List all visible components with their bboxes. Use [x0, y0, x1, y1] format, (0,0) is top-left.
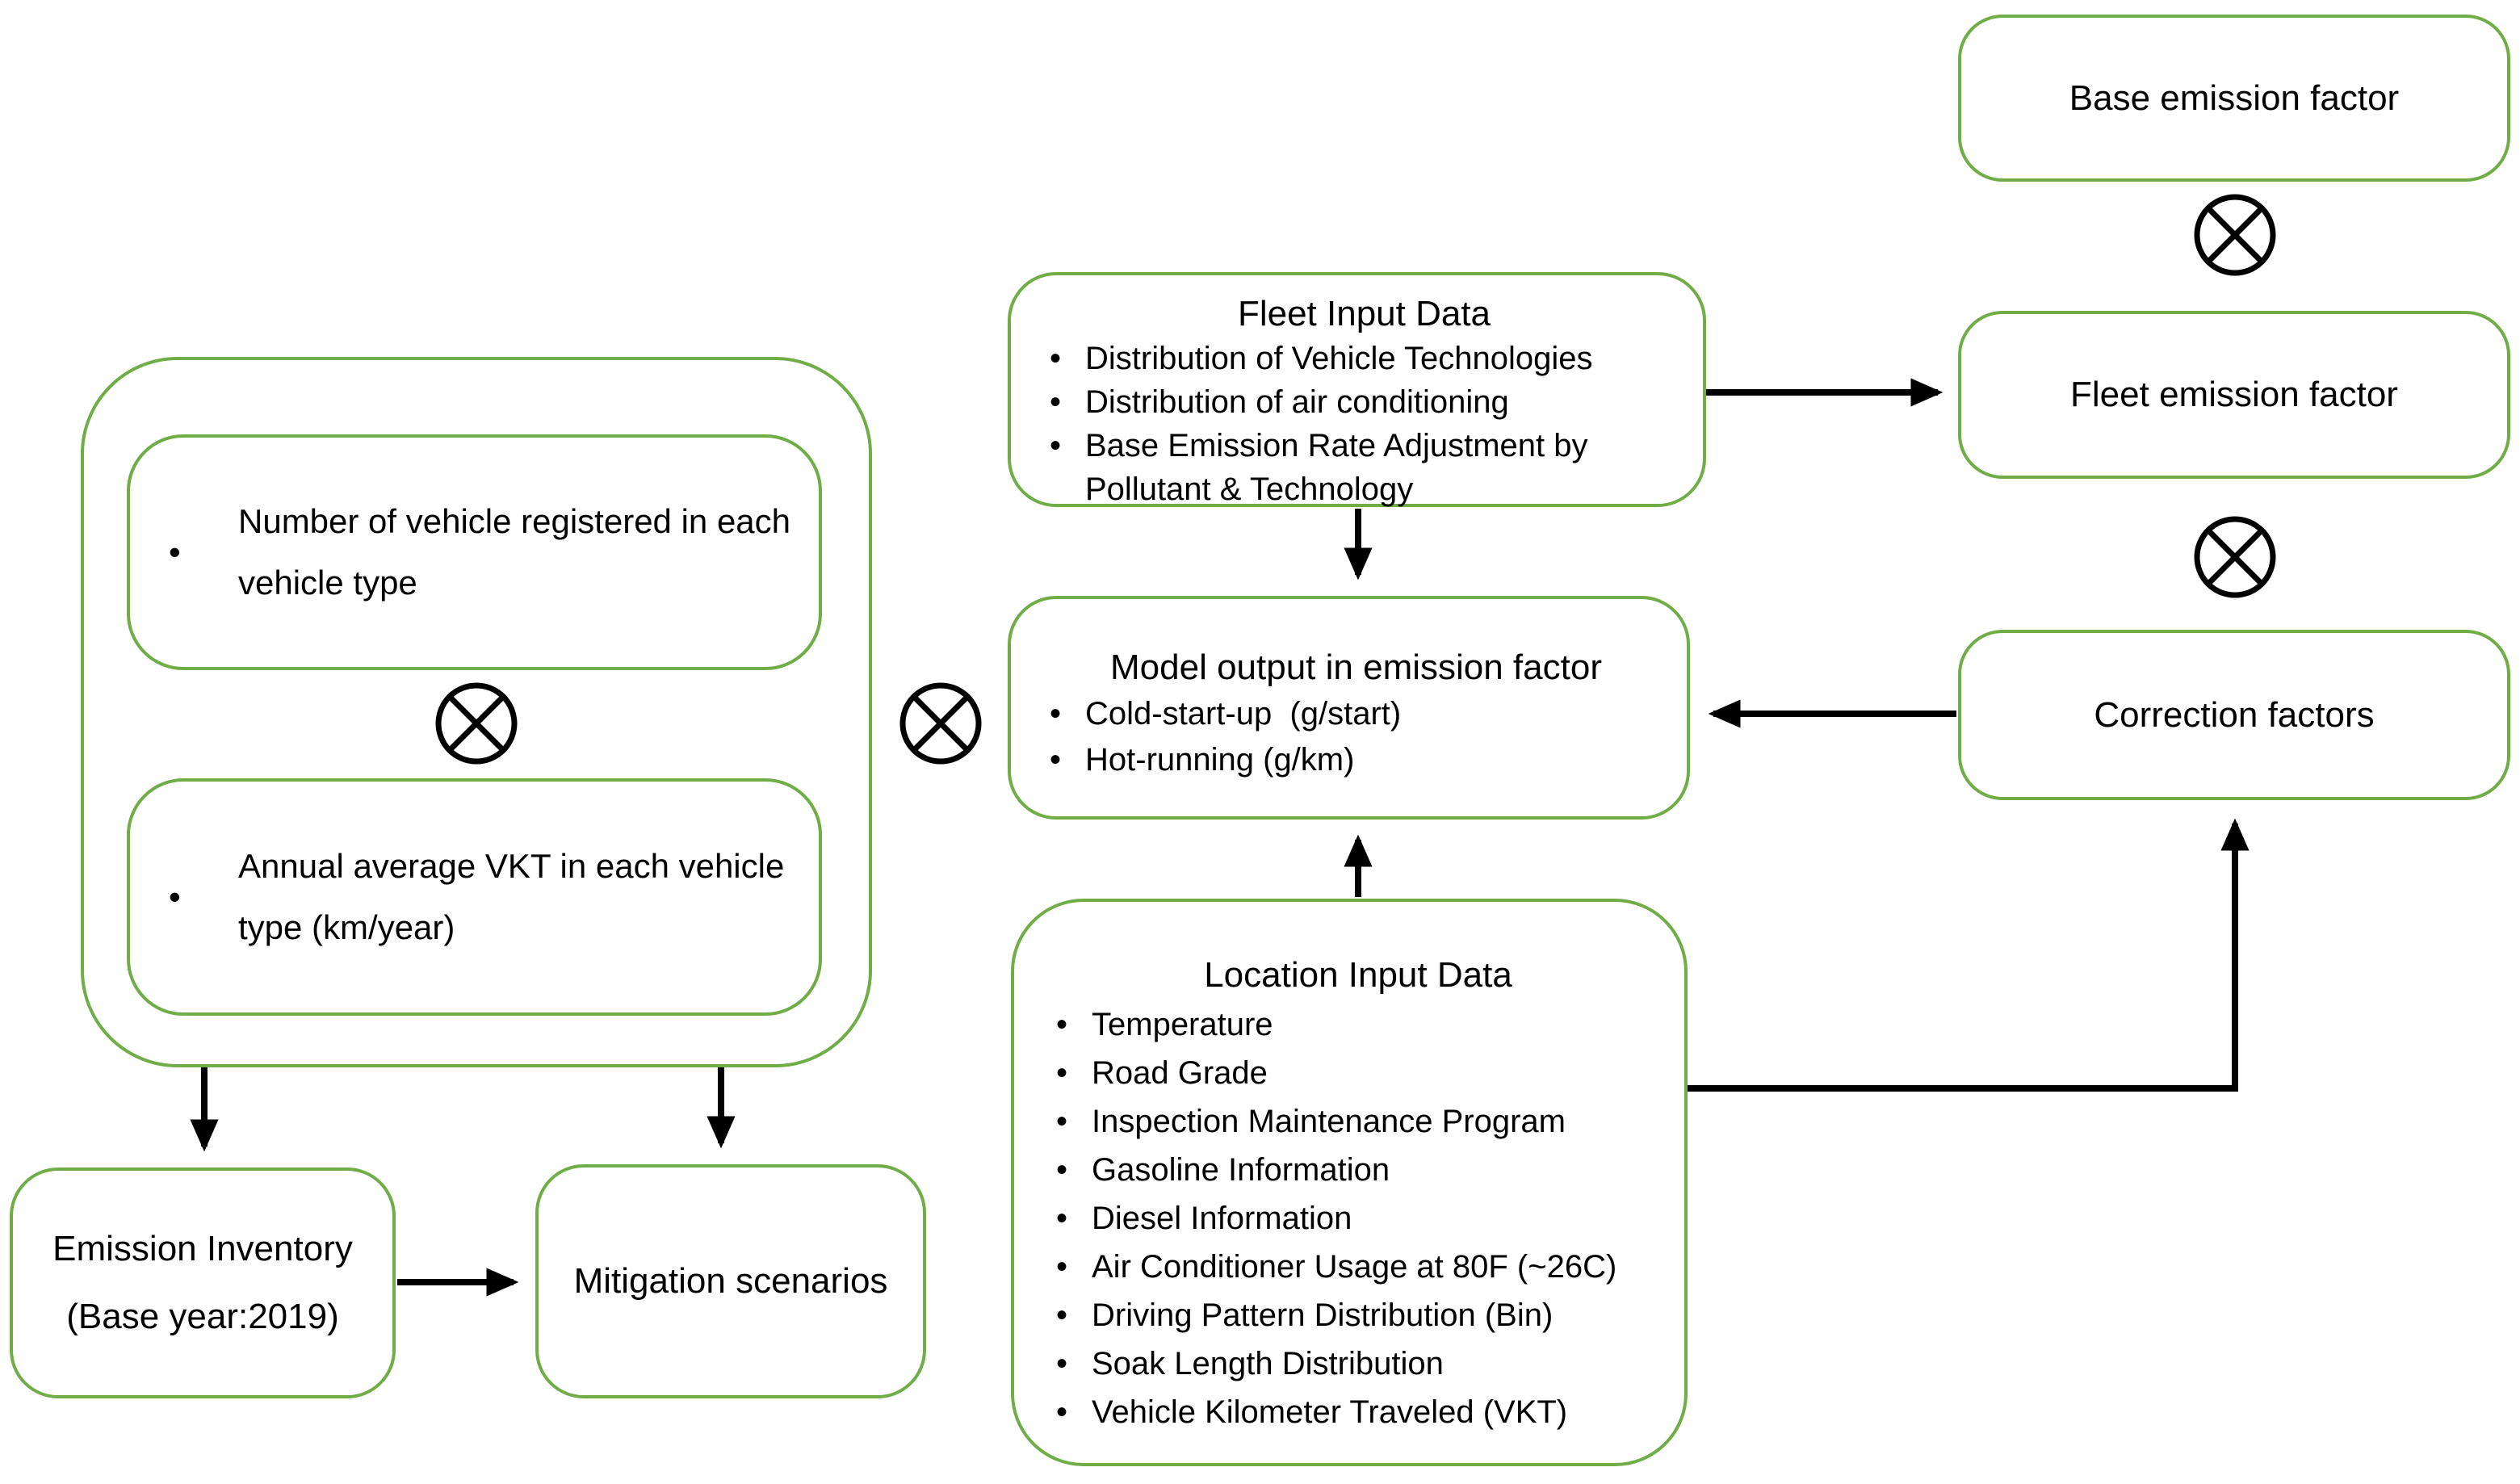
bullet-item: • Road Grade	[1056, 1049, 1660, 1097]
bullet-item: • Air Conditioner Usage at 80F (~26C)	[1056, 1243, 1660, 1291]
text-line: Number of vehicle registered in each	[238, 502, 791, 540]
annual-vkt-text: Annual average VKT in each vehicle type …	[238, 836, 784, 958]
bullet-text: Road Grade	[1092, 1055, 1268, 1091]
mitigation-scenarios-box: Mitigation scenarios	[535, 1164, 926, 1398]
bullet-item: • Distribution of air conditioning	[1050, 380, 1679, 424]
bullet-text: Gasoline Information	[1092, 1152, 1390, 1188]
bullet-item: • Gasoline Information	[1056, 1146, 1660, 1194]
arrow-locationinput-to-correction	[1688, 818, 2250, 1092]
bullet-text: Soak Length Distribution	[1092, 1346, 1444, 1381]
base-emission-factor-box: Base emission factor	[1958, 15, 2510, 182]
fleet-input-data-box: Fleet Input Data • Distribution of Vehic…	[1008, 272, 1706, 507]
bullet-text: Temperature	[1092, 1007, 1273, 1042]
bullet-item: • Distribution of Vehicle Technologies	[1050, 337, 1679, 380]
vehicles-registered-box: • Number of vehicle registered in each v…	[127, 434, 822, 670]
bullet-icon: •	[1056, 1104, 1068, 1139]
bullet-icon: •	[1056, 1297, 1068, 1333]
bullet-text: Pollutant & Technology	[1085, 472, 1414, 507]
bullet-item: • Driving Pattern Distribution (Bin)	[1056, 1291, 1660, 1339]
bullet-text: Distribution of Vehicle Technologies	[1085, 341, 1593, 376]
fleet-emission-factor-box: Fleet emission factor	[1958, 311, 2510, 479]
bullet-icon: •	[1050, 742, 1062, 778]
bullet-text: Vehicle Kilometer Traveled (VKT)	[1092, 1394, 1568, 1430]
bullet-text: Driving Pattern Distribution (Bin)	[1092, 1297, 1554, 1333]
bullet-icon: •	[1050, 428, 1062, 463]
text-line: type (km/year)	[238, 908, 455, 946]
text-line: (Base year:2019)	[66, 1297, 339, 1336]
fleet-emission-factor-label: Fleet emission factor	[2070, 375, 2398, 414]
bullet-icon: •	[1050, 341, 1062, 376]
bullet-icon: •	[1050, 696, 1062, 732]
bullet-item: • Inspection Maintenance Program	[1056, 1097, 1660, 1146]
location-input-data-box: Location Input Data • Temperature • Road…	[1011, 899, 1688, 1466]
bullet-text: Distribution of air conditioning	[1085, 384, 1509, 420]
multiply-operator-icon	[2194, 194, 2276, 276]
bullet-icon: •	[1050, 384, 1062, 420]
box-title: Location Input Data	[1204, 955, 1512, 995]
emission-inventory-label: Emission Inventory (Base year:2019)	[52, 1215, 353, 1351]
bullet-icon: •	[169, 533, 181, 571]
bullet-text: Air Conditioner Usage at 80F (~26C)	[1092, 1249, 1617, 1285]
annual-vkt-box: • Annual average VKT in each vehicle typ…	[127, 778, 822, 1016]
emission-inventory-box: Emission Inventory (Base year:2019)	[10, 1167, 396, 1398]
bullet-icon: •	[1056, 1394, 1068, 1430]
bullet-text: Cold-start-up (g/start)	[1085, 696, 1402, 732]
bullet-icon: •	[1056, 1346, 1068, 1381]
bullet-icon: •	[169, 878, 181, 916]
bullet-icon: •	[1056, 1249, 1068, 1285]
vehicles-registered-text: Number of vehicle registered in each veh…	[238, 491, 790, 614]
bullet-text: Diesel Information	[1092, 1201, 1352, 1236]
bullet-item: • Vehicle Kilometer Traveled (VKT)	[1056, 1388, 1660, 1436]
bullet-icon: •	[1056, 1007, 1068, 1042]
bullet-text: Base Emission Rate Adjustment by	[1085, 428, 1588, 463]
model-output-box: Model output in emission factor • Cold-s…	[1008, 596, 1690, 820]
correction-factors-label: Correction factors	[2094, 694, 2375, 735]
bullet-text: Inspection Maintenance Program	[1092, 1104, 1566, 1139]
bullet-item: • Soak Length Distribution	[1056, 1339, 1660, 1388]
bullet-icon: •	[1056, 1055, 1068, 1091]
box-title: Fleet Input Data	[1237, 294, 1491, 333]
bullet-icon: •	[1056, 1152, 1068, 1188]
multiply-operator-icon	[2194, 516, 2276, 598]
bullet-text: Hot-running (g/km)	[1085, 742, 1355, 778]
bullet-item: • Hot-running (g/km)	[1050, 737, 1663, 783]
text-line: Emission Inventory	[52, 1229, 353, 1268]
mitigation-scenarios-label: Mitigation scenarios	[573, 1261, 888, 1301]
bullet-item: • Temperature	[1056, 1000, 1660, 1049]
box-title: Model output in emission factor	[1110, 648, 1602, 687]
text-line: vehicle type	[238, 564, 417, 602]
bullet-item: • Base Emission Rate Adjustment by Pollu…	[1050, 424, 1679, 511]
base-emission-factor-label: Base emission factor	[2069, 78, 2400, 118]
correction-factors-box: Correction factors	[1958, 630, 2510, 800]
bullet-item: • Cold-start-up (g/start)	[1050, 691, 1663, 737]
bullet-item: • Diesel Information	[1056, 1194, 1660, 1243]
bullet-icon: •	[1056, 1201, 1068, 1236]
multiply-operator-icon	[899, 682, 982, 765]
text-line: Annual average VKT in each vehicle	[238, 847, 785, 885]
